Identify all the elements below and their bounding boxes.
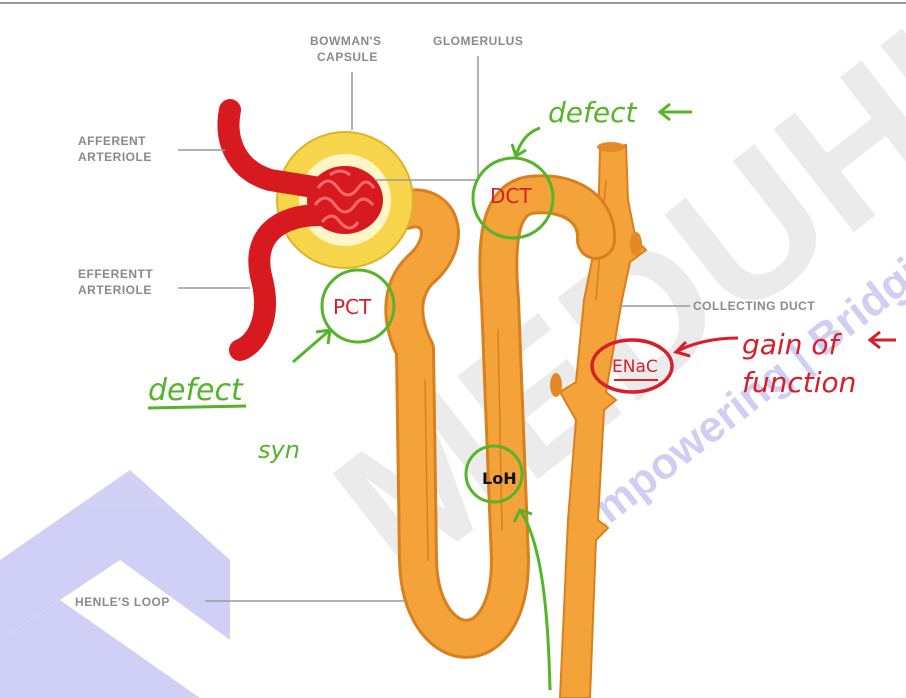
syn-annotation: syn <box>258 436 300 464</box>
label-efferent-1: EFFERENTT <box>78 267 153 281</box>
defect-left-underline <box>148 406 246 408</box>
label-bowmans-2: CAPSULE <box>317 50 378 64</box>
label-glomerulus: GLOMERULUS <box>433 34 523 48</box>
label-henles-loop: HENLE'S LOOP <box>75 595 170 609</box>
watermark-logo-text: UHUB <box>224 612 331 698</box>
enac-annotation: ENaC <box>612 357 658 377</box>
dct-annotation: DCT <box>490 184 532 208</box>
defect-left-annotation: defect <box>148 373 244 408</box>
pct-pointer <box>293 330 330 362</box>
label-afferent-2: ARTERIOLE <box>78 150 152 164</box>
label-bowmans-1: BOWMAN'S <box>310 34 382 48</box>
watermark-logo: UHUB <box>0 470 332 698</box>
defect-top-annotation: defect <box>548 96 637 129</box>
label-collecting-duct: COLLECTING DUCT <box>693 299 815 313</box>
defect-top-pointer <box>512 128 540 156</box>
gain-of-arrow <box>870 332 896 348</box>
label-efferent-2: ARTERIOLE <box>78 283 152 297</box>
label-afferent-1: AFFERENT <box>78 134 146 148</box>
defect-top-arrow <box>660 104 692 120</box>
glomerulus <box>307 166 383 234</box>
loh-annotation: LoH <box>482 469 517 488</box>
gain-of-annotation: gain of <box>742 328 842 361</box>
function-annotation: function <box>742 366 856 399</box>
pct-annotation: PCT <box>333 295 372 319</box>
